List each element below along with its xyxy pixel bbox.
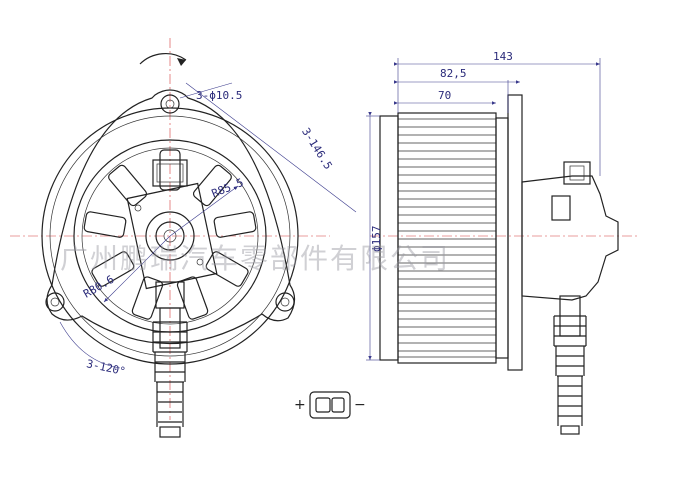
motor-clip — [551, 195, 571, 221]
wheel-back-plate — [495, 117, 509, 359]
wheel-inner-circle — [81, 147, 259, 325]
mount-hole-right — [275, 292, 295, 312]
angle-arc — [59, 321, 121, 369]
inner-radius-label: R80.6 — [81, 273, 116, 301]
wheel-front-plate — [379, 115, 399, 361]
wheel-blades — [398, 118, 496, 358]
body-length-label: 82,5 — [440, 67, 467, 80]
hole-pitch-line — [185, 82, 357, 213]
mount-hole-left — [45, 292, 65, 312]
watermark: 广州鹏瑞汽车零部件有限公司 — [60, 242, 450, 275]
overall-length-label: 143 — [493, 50, 513, 63]
connector-pin-left — [315, 397, 331, 413]
cable-grommet — [152, 307, 188, 438]
outer-radius-label: R85.5 — [210, 176, 246, 200]
wheel-length-label: 70 — [438, 89, 451, 102]
motor-hub — [126, 159, 218, 309]
connector-pin-right — [331, 397, 345, 413]
front-view: 3-ϕ10.5 3-146.5 R85.5 R80.6 3-120° — [10, 38, 357, 438]
inner-radius-line — [103, 235, 171, 303]
motor-terminal — [563, 161, 591, 185]
connector-housing — [309, 391, 351, 419]
housing-rim-circle — [49, 115, 291, 357]
diameter-label: ϕ157 — [370, 226, 383, 253]
rotation-arrow-head-icon — [177, 58, 186, 66]
terminal-inner — [569, 165, 585, 181]
mounting-flange — [46, 89, 296, 345]
outer-radius-line — [169, 185, 239, 237]
connector-minus: − — [354, 397, 366, 413]
blower-wheel — [397, 112, 497, 364]
motor-body — [521, 175, 619, 301]
hole-pitch-label: 3-146.5 — [299, 126, 335, 172]
connector-plus: + — [294, 397, 306, 413]
mount-hole-top — [160, 94, 180, 114]
side-cable-grommet — [553, 295, 587, 435]
rotation-arrow-icon — [139, 53, 187, 65]
angle-label: 3-120° — [85, 357, 127, 378]
mounting-plate — [507, 94, 523, 371]
side-view: 143 82,5 70 ϕ157 — [366, 50, 640, 435]
hole-leader — [179, 82, 233, 99]
mount-holes-label: 3-ϕ10.5 — [196, 89, 242, 102]
connector: + − — [294, 391, 366, 419]
